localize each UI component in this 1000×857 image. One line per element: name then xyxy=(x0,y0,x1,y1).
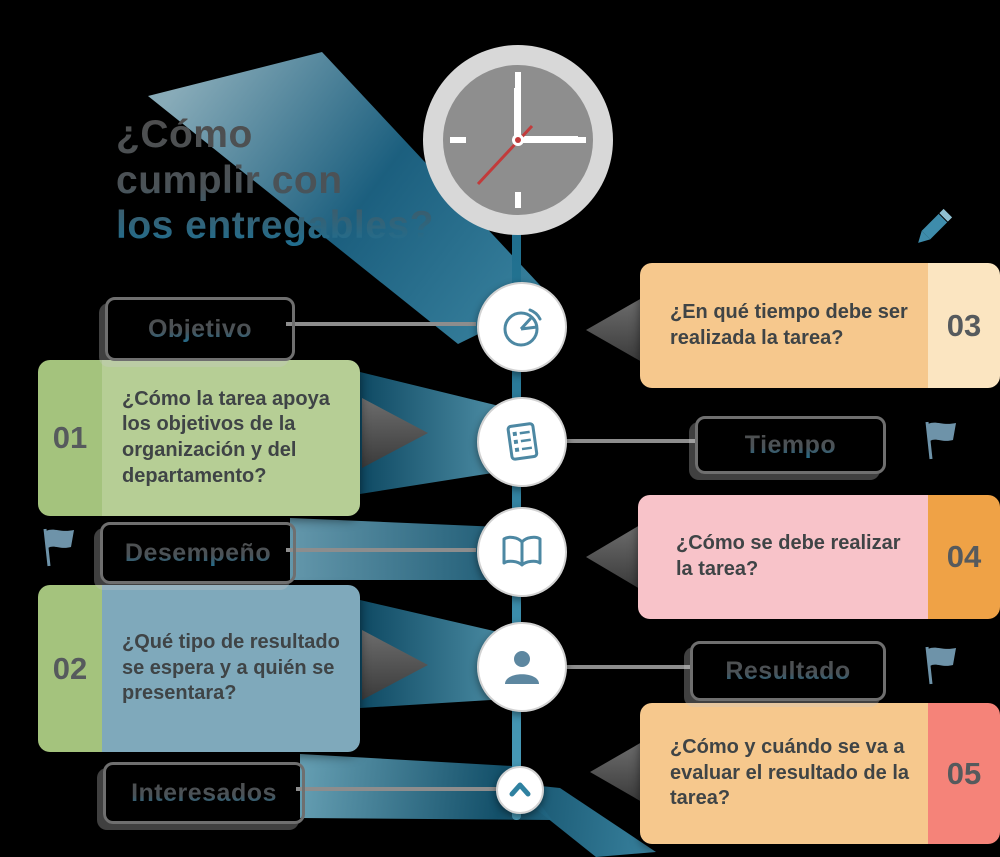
pencil-glyph xyxy=(918,208,953,243)
open-book-icon xyxy=(502,535,542,567)
arrow-card03-icon xyxy=(586,298,642,362)
card-05-text: ¿Cómo y cuándo se va a evaluar el result… xyxy=(640,703,928,844)
card-03: ¿En qué tiempo debe ser realizada la tar… xyxy=(640,263,1000,388)
flag-glyph xyxy=(43,528,74,567)
label-tiempo-text: Tiempo xyxy=(744,430,837,459)
timeline-node-checklist xyxy=(477,397,567,487)
card-01: 01 ¿Cómo la tarea apoya los objetivos de… xyxy=(38,360,360,516)
label-interesados: Interesados xyxy=(103,762,305,824)
arrows xyxy=(362,298,642,802)
clock-icon xyxy=(420,42,616,238)
page-title: ¿Cómo cumplir con los entregables? xyxy=(116,112,491,249)
arrow-card01-icon xyxy=(362,398,428,468)
pencil-icon xyxy=(908,203,958,253)
card-04: ¿Cómo se debe realizar la tarea? 04 xyxy=(638,495,1000,619)
label-desempeno-text: Desempeño xyxy=(124,538,272,567)
card-04-number: 04 xyxy=(928,495,1000,619)
ribbon-title-to-clock xyxy=(148,52,552,344)
arrow-card02-icon xyxy=(362,630,428,700)
timeline-node-pie xyxy=(477,282,567,372)
card-01-text: ¿Cómo la tarea apoya los objetivos de la… xyxy=(102,360,360,516)
flag-glyph xyxy=(925,646,956,685)
flag-icon xyxy=(918,417,964,463)
flag-glyph xyxy=(925,421,956,460)
card-03-number: 03 xyxy=(928,263,1000,388)
page-title-line3: los entregables? xyxy=(116,204,434,248)
timeline-node-chevron xyxy=(496,766,544,814)
flag-icon xyxy=(36,524,82,570)
card-02-number: 02 xyxy=(38,585,102,752)
card-03-text: ¿En qué tiempo debe ser realizada la tar… xyxy=(640,263,928,388)
label-resultado: Resultado xyxy=(690,641,886,701)
pie-chart-icon xyxy=(503,308,542,347)
label-resultado-text: Resultado xyxy=(725,656,851,685)
arrow-card04-icon xyxy=(586,525,640,589)
card-04-text: ¿Cómo se debe realizar la tarea? xyxy=(638,495,928,619)
label-desempeno: Desempeño xyxy=(100,522,296,584)
card-01-number: 01 xyxy=(38,360,102,516)
timeline-node-person xyxy=(477,622,567,712)
clock-face xyxy=(423,45,613,235)
label-objetivo: Objetivo xyxy=(105,297,295,361)
card-02-text: ¿Qué tipo de resultado se espera y a qui… xyxy=(102,585,360,752)
label-objetivo-text: Objetivo xyxy=(147,314,252,343)
page-title-line2: cumplir con xyxy=(116,158,343,202)
label-interesados-text: Interesados xyxy=(131,778,277,807)
person-icon xyxy=(505,651,539,684)
flag-icon xyxy=(918,642,964,688)
label-tiempo: Tiempo xyxy=(695,416,886,474)
card-05-number: 05 xyxy=(928,703,1000,844)
connector-lines xyxy=(286,322,697,791)
page-title-line1: ¿Cómo xyxy=(116,113,253,156)
timeline-node-book xyxy=(477,507,567,597)
checklist-icon xyxy=(506,422,539,461)
arrow-card05-icon xyxy=(590,742,642,802)
card-02: 02 ¿Qué tipo de resultado se espera y a … xyxy=(38,585,360,752)
card-05: ¿Cómo y cuándo se va a evaluar el result… xyxy=(640,703,1000,844)
chevron-up-icon xyxy=(509,782,531,797)
